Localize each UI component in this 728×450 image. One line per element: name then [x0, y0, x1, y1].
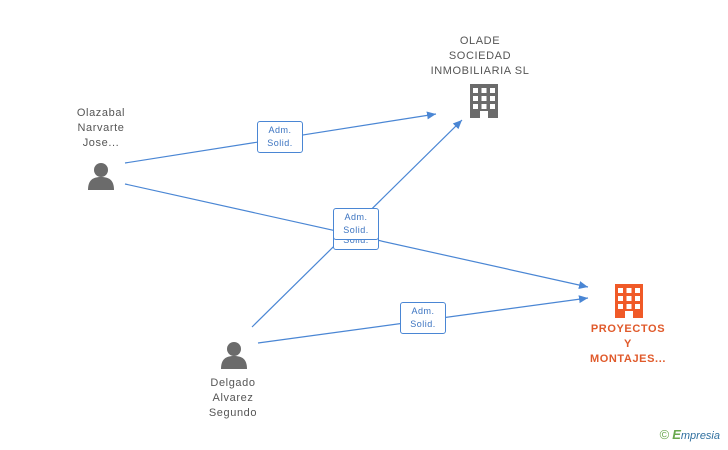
building-icon: [470, 84, 498, 118]
brand-initial: E: [672, 427, 681, 442]
copyright-symbol: ©: [659, 427, 670, 442]
person-icon: [88, 163, 114, 190]
person-label-delgado[interactable]: Delgado Alvarez Segundo: [208, 377, 258, 419]
company-label-proyectos[interactable]: PROYECTOS Y MONTAJES...: [589, 323, 667, 365]
person-icon: [221, 342, 247, 369]
empresia-logo[interactable]: ©Empresia: [660, 427, 720, 442]
person-label-olazabal[interactable]: Olazabal Narvarte Jose...: [76, 107, 126, 149]
role-box-person1-company1[interactable]: Adm. Solid.: [257, 121, 303, 153]
brand-name: mpresia: [680, 430, 720, 442]
company-label-olade[interactable]: OLADE SOCIEDAD INMOBILIARIA SL: [430, 35, 530, 77]
building-icon-main: [615, 284, 643, 318]
role-box-person2-company2[interactable]: Adm. Solid.: [400, 302, 446, 334]
role-box-person1-company2[interactable]: Adm. Solid.: [333, 208, 379, 240]
